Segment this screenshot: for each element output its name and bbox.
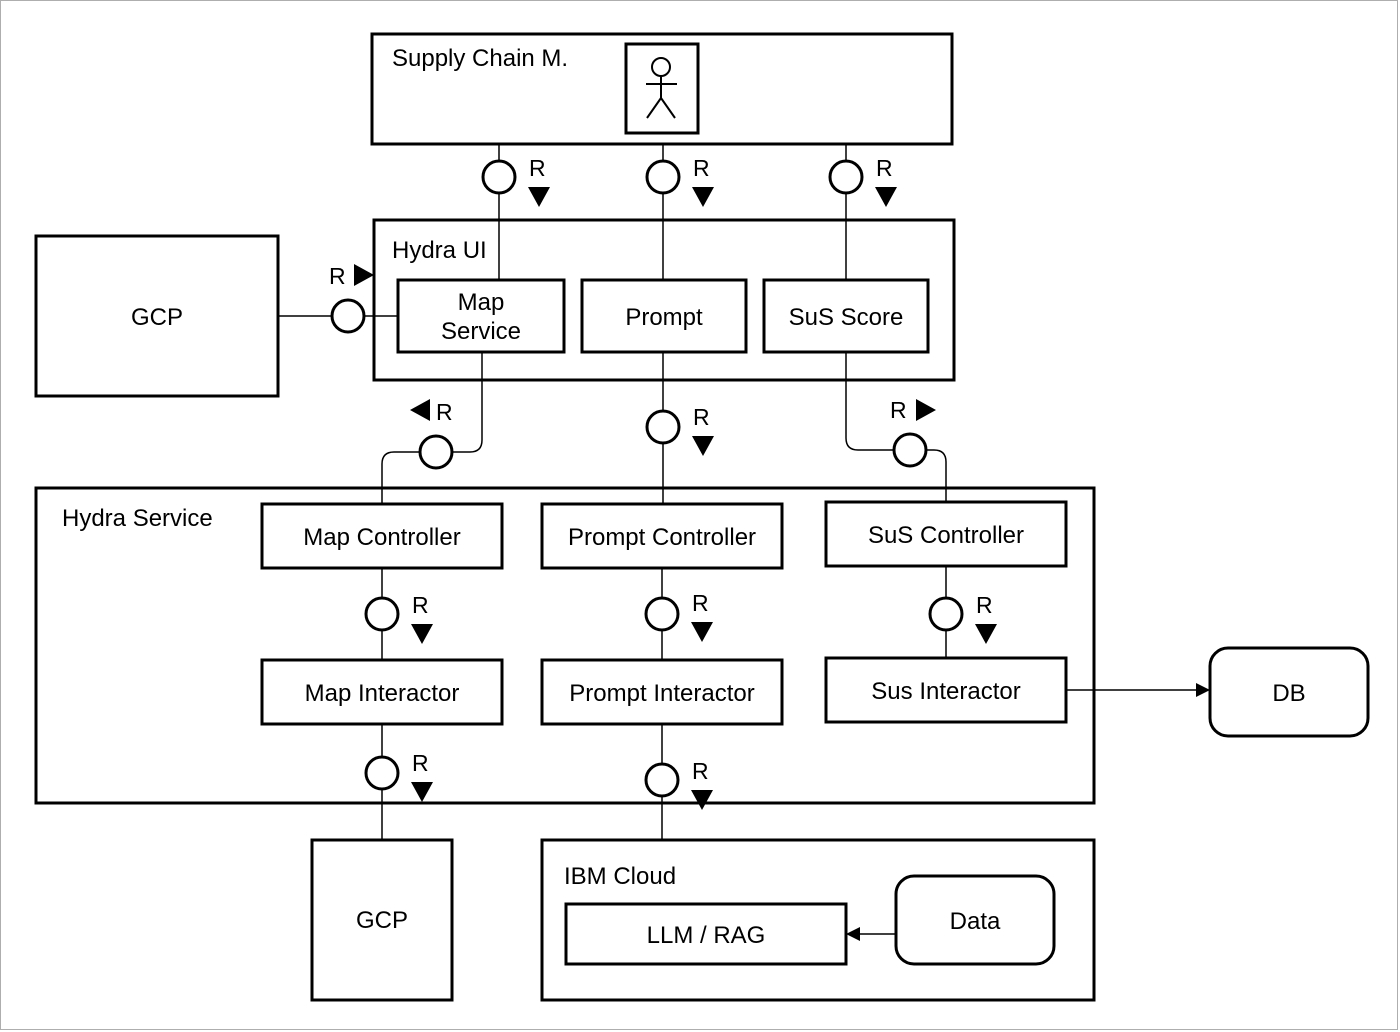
supply-chain-label: Supply Chain M.: [392, 45, 568, 72]
interface-circle[interactable]: [892, 432, 928, 468]
map-interactor-label: Map Interactor: [305, 680, 460, 707]
arrow-down-icon: [691, 790, 713, 810]
prompt-interactor-label: Prompt Interactor: [569, 680, 754, 707]
hydra-ui-box[interactable]: [372, 218, 956, 382]
interface-circle[interactable]: [644, 762, 680, 798]
arrow-down-icon: [411, 782, 433, 802]
map-service-label-line2: Service: [441, 318, 521, 345]
ibm-cloud-box[interactable]: [540, 838, 1096, 1002]
prompt-label: Prompt: [625, 304, 703, 331]
interface-r-label: R: [692, 758, 709, 784]
data-box[interactable]: [894, 874, 1056, 966]
prompt-controller-label: Prompt Controller: [568, 524, 756, 551]
interface-r-label: R: [436, 399, 453, 425]
prompt-box[interactable]: [580, 278, 748, 354]
arrow-down-icon: [692, 187, 714, 207]
interface-labels: R R R R R R R R R R R R: [329, 155, 993, 784]
interface-circle[interactable]: [644, 596, 680, 632]
map-controller-label: Map Controller: [303, 524, 460, 551]
gcp-bottom-label: GCP: [356, 907, 408, 934]
interface-circles: [330, 159, 964, 798]
interface-circle[interactable]: [481, 159, 517, 195]
arrowheads: [846, 683, 1210, 941]
interface-circle[interactable]: [645, 409, 681, 445]
interface-r-label: R: [412, 592, 429, 618]
interface-r-label: R: [693, 155, 710, 181]
interface-r-label: R: [976, 592, 993, 618]
arrow-down-icon: [411, 624, 433, 644]
hydra-service-box[interactable]: [34, 486, 1096, 805]
db-label: DB: [1272, 680, 1305, 707]
arrow-down-icon: [975, 624, 997, 644]
llm-rag-label: LLM / RAG: [647, 922, 766, 949]
interface-r-label: R: [529, 155, 546, 181]
arrow-right-icon: [916, 399, 936, 421]
interface-r-label: R: [692, 590, 709, 616]
direction-arrows: [354, 187, 997, 810]
sus-score-label: SuS Score: [789, 304, 904, 331]
arrow-down-icon: [875, 187, 897, 207]
actor-box: [624, 42, 700, 135]
arrow-down-icon: [691, 622, 713, 642]
map-service-label-line1: Map: [458, 289, 505, 316]
interface-circle[interactable]: [828, 159, 864, 195]
db-box[interactable]: [1208, 646, 1370, 738]
ibm-cloud-label: IBM Cloud: [564, 863, 676, 890]
arrow-left-icon: [410, 399, 430, 421]
arrow-down-icon: [692, 436, 714, 456]
interface-r-label: R: [412, 750, 429, 776]
interface-circle[interactable]: [364, 755, 400, 791]
interface-circle[interactable]: [330, 298, 366, 334]
interface-circle[interactable]: [928, 596, 964, 632]
interface-r-label: R: [693, 404, 710, 430]
supply-chain-box[interactable]: [370, 32, 954, 146]
arrow-down-icon: [528, 187, 550, 207]
arrow-right-icon: [354, 264, 374, 286]
data-label: Data: [950, 908, 1001, 935]
gcp-left-label: GCP: [131, 304, 183, 331]
sus-controller-label: SuS Controller: [868, 522, 1024, 549]
interface-circle[interactable]: [418, 434, 454, 470]
interface-circle[interactable]: [364, 596, 400, 632]
interface-circle[interactable]: [645, 159, 681, 195]
interface-r-label: R: [876, 155, 893, 181]
actor-icon: [646, 57, 677, 119]
hydra-ui-label: Hydra UI: [392, 237, 487, 264]
hydra-service-label: Hydra Service: [62, 505, 213, 532]
sus-interactor-label: Sus Interactor: [871, 678, 1020, 705]
interface-r-label: R: [890, 397, 907, 423]
interface-r-label: R: [329, 263, 346, 289]
